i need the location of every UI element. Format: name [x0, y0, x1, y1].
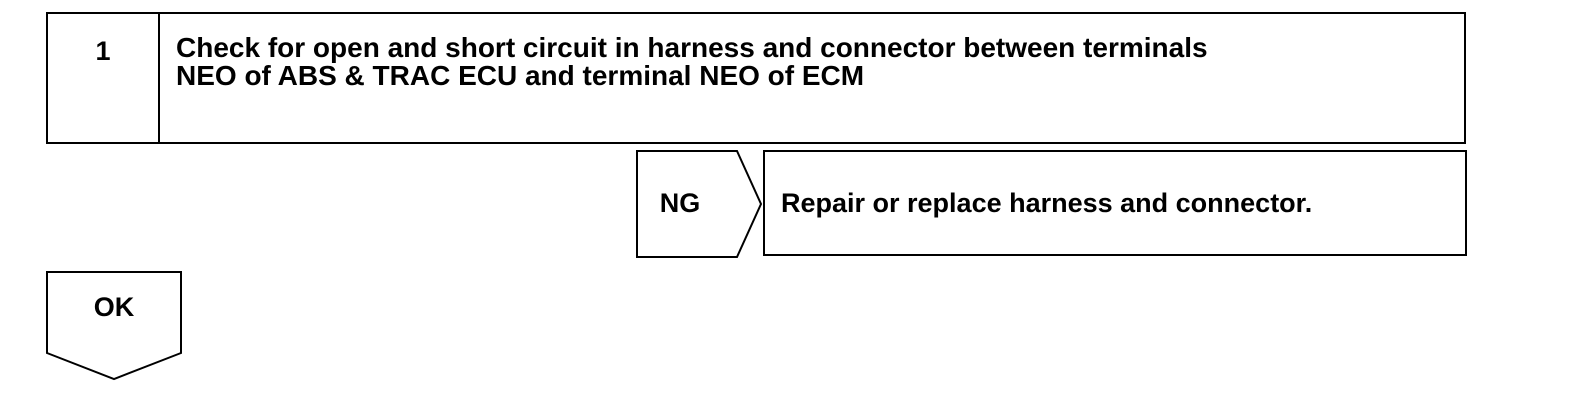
step-description-line-2: NEO of ABS & TRAC ECU and terminal NEO o… [176, 60, 865, 91]
ng-arrow-shape [636, 150, 763, 258]
ok-label: OK [93, 292, 135, 322]
step-box: 1 Check for open and short circuit in ha… [46, 12, 1466, 144]
step-number: 1 [48, 14, 160, 142]
ng-result-text: Repair or replace harness and connector. [781, 187, 1313, 218]
step-description-line-1: Check for open and short circuit in harn… [176, 32, 1208, 63]
ok-arrow-shape [46, 271, 182, 381]
ng-label: NG [659, 188, 701, 218]
ng-result-box: Repair or replace harness and connector. [763, 150, 1467, 256]
step-description: Check for open and short circuit in harn… [176, 34, 1436, 90]
